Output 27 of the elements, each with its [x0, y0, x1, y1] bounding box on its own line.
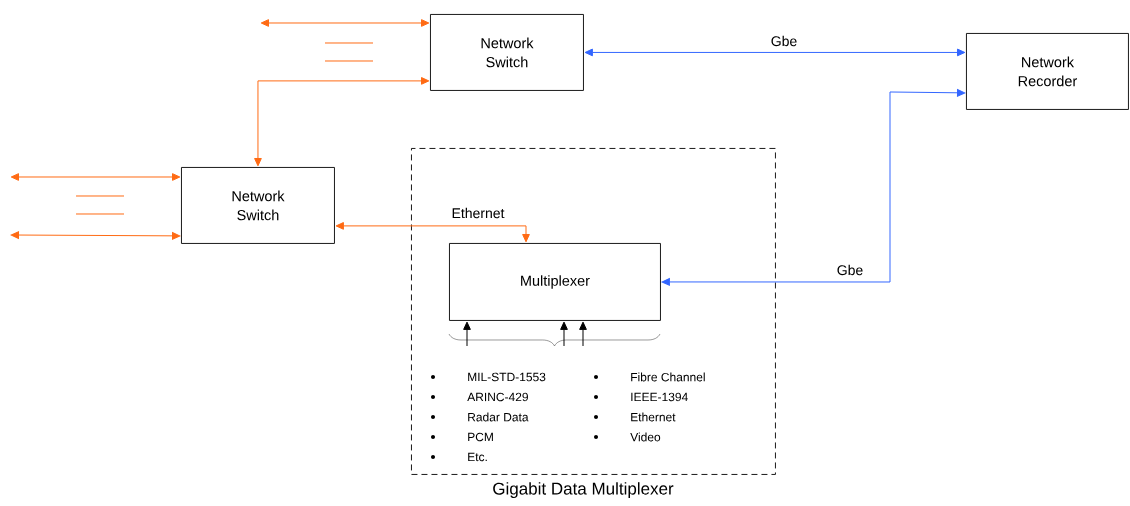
- switch-box: Network Switch: [430, 14, 584, 91]
- node-label: Gigabit Data Multiplexer: [493, 482, 674, 499]
- arrow: [463, 321, 471, 347]
- arrow: [661, 88, 966, 286]
- edge-label: Ethernet: [450, 206, 506, 220]
- switch-box: Network Switch: [181, 167, 335, 244]
- arrow: [335, 222, 530, 243]
- multiplexer-box: Multiplexer: [449, 243, 661, 321]
- list-item: Radar Data: [431, 412, 529, 422]
- list-item: Ethernet: [594, 412, 676, 422]
- arrow: [579, 321, 587, 347]
- list-item: MIL-STD-1553: [431, 372, 546, 382]
- arrow: [10, 173, 181, 181]
- list-item: ARINC-429: [431, 392, 528, 402]
- list-item: Fibre Channel: [594, 372, 705, 382]
- arrow: [254, 77, 430, 167]
- list-item: Video: [594, 432, 661, 442]
- arrow: [584, 48, 966, 57]
- edge-label: Gbe: [769, 34, 799, 48]
- list-item: PCM: [431, 432, 493, 442]
- edge-label: Gbe: [835, 263, 865, 277]
- recorder-box: Network Recorder: [966, 33, 1129, 110]
- arrow: [10, 231, 181, 240]
- arrow: [560, 321, 568, 347]
- arrow: [260, 19, 430, 27]
- list-item: IEEE-1394: [594, 392, 688, 402]
- list-item: Etc.: [431, 452, 487, 462]
